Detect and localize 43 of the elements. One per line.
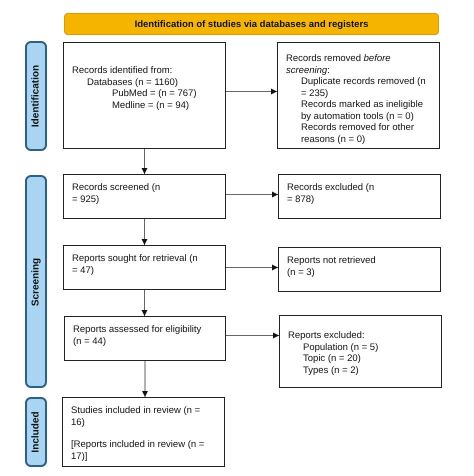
- phase-label: Screening: [30, 257, 42, 306]
- box-heading: Reports not retrieved (n = 3): [287, 255, 377, 278]
- phase-band: [25, 175, 47, 388]
- box-text: Records removed for other reasons (n = 0): [300, 122, 415, 145]
- box-heading: Records removed before screening:: [286, 53, 392, 76]
- box-heading: Records excluded (n = 878): [287, 182, 376, 205]
- box-heading: Records screened (n = 925): [72, 182, 162, 205]
- process-box: [278, 174, 441, 219]
- box-heading: Reports excluded:: [288, 330, 366, 342]
- box-text: Population (n = 5): [302, 342, 380, 353]
- arrow: [226, 192, 278, 198]
- arrow: [226, 264, 278, 270]
- process-box: [64, 316, 226, 361]
- arrow: [226, 332, 280, 338]
- arrow: [142, 290, 148, 316]
- process-box: [278, 247, 441, 292]
- process-box: [277, 42, 440, 149]
- process-box: [63, 174, 226, 219]
- box-heading: Studies included in review (n = 16): [71, 405, 202, 428]
- box-text: Databases (n = 1160): [86, 76, 179, 88]
- process-box: [63, 42, 226, 149]
- arrow: [226, 88, 278, 94]
- box-text: Records marked as ineligible by automation tools (n = 0): [300, 99, 424, 122]
- box-text: Topic (n = 20): [302, 353, 362, 364]
- phase-label: Identification: [30, 64, 42, 128]
- process-box: [62, 397, 225, 467]
- section-header: Identification of studies via databases and registers: [64, 13, 439, 35]
- box-heading: Reports sought for retrieval (n = 47): [72, 253, 199, 276]
- arrow: [142, 218, 148, 246]
- box-heading: Records identified from:: [72, 65, 174, 76]
- box-text: [Reports included in review (n = 17)]: [71, 439, 206, 462]
- phase-band: [25, 397, 47, 467]
- arrow: [142, 360, 148, 398]
- box-text: Medline = (n = 94): [111, 100, 190, 111]
- box-text: Duplicate records removed (n = 235): [300, 76, 427, 99]
- process-box: [63, 245, 226, 290]
- box-text: PubMed = (n = 767): [111, 88, 198, 100]
- process-box: [279, 315, 442, 388]
- phase-band: [25, 41, 47, 151]
- arrow: [142, 148, 148, 174]
- phase-label: Included: [30, 411, 42, 453]
- box-text: Types (n = 2): [302, 364, 360, 376]
- box-heading: Reports assessed for eligibility (n = 44): [73, 324, 202, 347]
